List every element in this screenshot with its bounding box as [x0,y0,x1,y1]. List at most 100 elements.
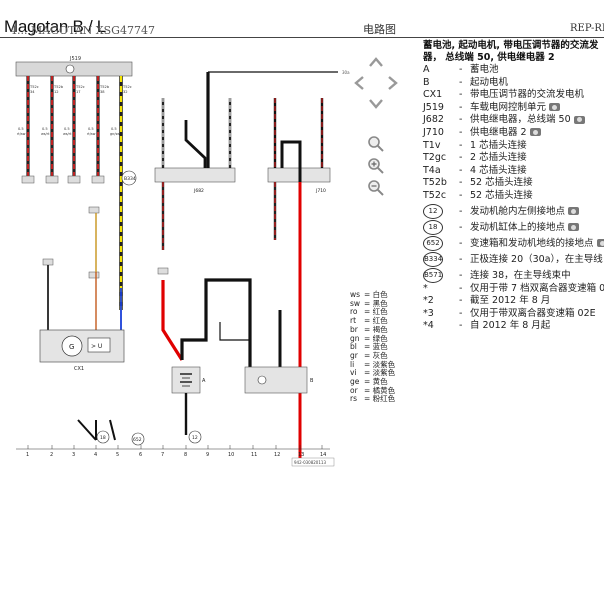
cx1-label: CX1 [74,366,84,372]
color-key-name: 蓝色 [372,342,388,352]
color-key-eq: = [364,307,373,317]
top-wire-color-4: rt/sw [87,132,96,136]
legend-description-text: 供电继电器，总线端 50 [470,114,571,126]
legend-dash: - [459,307,463,319]
bottom-number-13: 13 [298,452,304,458]
legend-description-text: 仅用于带 7 档双离合器变速箱 0 [470,282,604,294]
color-key-eq: = [364,316,373,326]
mid-connector-4 [157,267,169,275]
legend-description: 变速箱和发动机地线的接地点 [470,238,604,251]
legend-description: 4 芯插头连接 [470,165,527,178]
t52-pin-1: 34 [30,90,35,94]
color-key-code: gr [350,350,358,360]
legend-description: 正极连接 20（30a），在主导线 [470,254,603,267]
j710-label: J710 [315,188,326,194]
color-key-name: 淡紫色 [372,359,396,369]
legend-description: 发动机舱内左侧接地点 [470,206,580,219]
mid-connector-2 [88,271,100,279]
color-key-eq: = [364,377,373,387]
legend-description: 蓄电池 [470,64,499,77]
camera-icon[interactable] [549,103,561,112]
pan-left-icon[interactable] [349,73,369,93]
legend-description-text: 起动电机 [470,76,509,88]
top-wire-size-1: 0.5 [18,127,24,131]
top-connector-1 [21,175,35,184]
color-key-eq: = [364,290,373,299]
zoom-out-icon[interactable] [366,178,386,198]
legend-row: 18-发动机缸体上的接地点 [423,219,604,235]
legend-dash: - [459,205,463,217]
top-connector-3 [67,175,81,184]
wire-j682-in-2 [184,120,207,168]
color-key-row: ge= 黄色 [350,377,420,387]
top-wire-color-1: rt/sw [17,132,26,136]
legend-row: J682-供电继电器，总线端 50 [423,114,604,127]
legend-description-text: 车载电网控制单元 [470,101,547,113]
legend-description-text: 蓄电池 [470,64,499,75]
color-key-code: ro [350,307,358,317]
color-key-eq: = [364,342,373,352]
camera-icon[interactable] [573,115,585,124]
legend-dash: - [459,164,463,176]
bottom-number-8: 8 [184,452,187,458]
color-key-row: ws= 白色 [350,290,420,300]
legend-description: 供电继电器，总线端 50 [470,114,585,127]
color-key-name: 黄色 [372,377,388,387]
color-key-name: 绿色 [372,333,388,343]
legend-code: *2 [423,295,434,307]
camera-icon[interactable] [568,207,580,216]
pan-right-icon[interactable] [383,73,403,93]
legend-description-text: 1 芯插头连接 [470,139,527,151]
zoom-fit-icon[interactable] [366,134,386,154]
legend-description: 52 芯插头连接 [470,190,533,203]
j519-label: J519 [69,56,81,62]
legend-row: A-蓄电池 [423,64,604,77]
legend-description-text: 发动机缸体上的接地点 [470,221,566,233]
legend-row: J519-车载电网控制单元 [423,102,604,115]
ground-point-badge: 652 [423,235,443,251]
color-key-row: or= 橘黄色 [350,385,420,396]
t52-pin-4: 38 [100,90,105,94]
wire-starter-main [180,278,252,370]
ground-652-label: 652 [133,437,142,443]
header-divider [0,37,604,38]
color-key-row: vi= 淡紫色 [350,368,420,378]
legend-title-line-2: 器， 总线端 50, 供电继电器 2 [423,52,555,63]
legend-title: 蓄电池, 起动电机, 带电压调节器的交流发 器， 总线端 50, 供电继电器 2 [423,40,604,64]
bottom-number-7: 7 [161,452,164,458]
color-key-eq: = [364,385,373,395]
bottom-number-4: 4 [94,452,97,458]
ground-point-badge: B334 [423,251,443,267]
color-key-row: rt= 红色 [350,316,420,326]
zoom-in-icon[interactable] [366,156,386,176]
color-key-eq: = [364,368,373,378]
legend-dash: - [459,177,463,189]
legend-description-text: 正极连接 20（30a），在主导线 [470,253,603,265]
camera-icon[interactable] [596,239,604,248]
diagram-type-label: 电路图 [363,23,396,36]
legend-description: 起动电机 [470,77,508,90]
legend-description-text: 52 芯插头连接 [470,177,533,189]
camera-icon[interactable] [529,128,541,137]
legend-dash: - [459,126,463,138]
bottom-number-11: 11 [251,452,257,458]
generator-icon [61,335,83,357]
wire-gnd-engine [77,419,116,441]
legend-dash: - [459,114,463,126]
b334-connector [121,170,137,186]
circuit-diagram: J519 30a T52c340.5rt/swT52b120.5ws/rtT52… [15,56,350,467]
pan-down-icon[interactable] [366,94,386,114]
t52-label-1: T52c [29,85,39,89]
camera-icon[interactable] [568,223,580,232]
legend-description: 自 2012 年 8 月起 [470,320,550,333]
bottom-number-5: 5 [116,452,119,458]
legend-code: *3 [423,307,434,319]
color-key-row: gr= 灰色 [350,350,420,361]
color-key-eq: = [364,333,373,343]
pan-up-icon[interactable] [366,52,386,72]
legend-description: 仅用于带 7 档双离合器变速箱 0 [470,283,604,296]
color-key-code: br [350,324,358,334]
wire-j710-loop [280,140,302,182]
legend-description-text: 仅用于带双离合器变速箱 02E [470,307,596,319]
